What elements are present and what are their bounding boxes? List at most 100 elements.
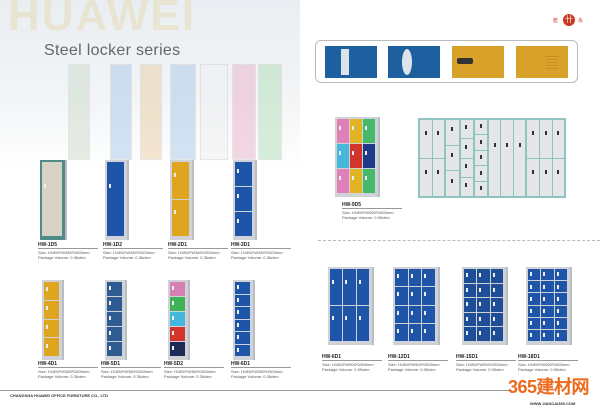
locker-door [541,269,554,281]
locker-unit [420,120,445,196]
package-volume: Package Volume: 0.36cbm [101,374,149,379]
locker-door [330,305,343,341]
package-volume: Package Volume: 0.95cbm [388,367,436,372]
package-volume: Package Volume: 0.95cbm [456,367,504,372]
package-volume: Package Volume: 0.36cbm [231,374,279,379]
locker-door [552,158,565,196]
locker-door [474,181,487,196]
model-number: HW-12D1 [388,355,448,361]
locker-unit [460,120,473,196]
locker-hw-2d1 [170,160,192,240]
page-title: Steel locker series [44,42,181,59]
size-spec: Size: H1850*W900*D500mm [388,362,440,367]
locker-door [420,120,432,158]
locker-door [528,305,541,317]
locker-door [107,297,122,311]
locker-door [235,332,250,344]
package-volume: Package Volume: 0.36cbm [38,374,86,379]
locker-door [363,119,375,143]
locker-door [501,120,513,196]
package-volume: Package Volume: 0.36cbm [38,255,86,260]
locker-door [170,342,185,356]
locker-door [408,305,422,323]
locker-door [235,282,250,294]
locker-door [474,150,487,166]
hero-image [60,64,290,160]
locker-door [337,169,349,193]
model-number: HW-1D2 [103,243,163,249]
locker-hw-5d1 [105,280,125,360]
locker-door [44,338,59,356]
locker-unit [446,120,459,196]
locker-hw-12d1 [393,267,438,345]
locker-door [363,169,375,193]
locker-door [490,283,503,298]
locker-door [337,144,349,168]
locker-door [395,287,408,305]
locker-door [477,312,490,327]
locker-hw-6d1 [233,280,253,360]
locker-door [528,329,541,341]
locker-door [477,269,490,283]
locker-door [363,144,375,168]
locker-hw-1d2 [105,160,127,240]
logo-mark: 卄 [563,14,575,26]
locker-door [446,120,459,145]
locker-hw-18d1 [526,267,570,345]
package-volume: Package Volume: 0.36cbm [168,255,216,260]
locker-door [541,281,554,293]
size-spec: Size: H1850*W380*D500mm [231,369,283,374]
locker-door [490,327,503,341]
locker-door [552,120,565,158]
key-lock-door-sample [325,46,377,78]
locker-door [554,305,567,317]
locker-door [408,323,422,341]
locker-door [513,120,526,196]
locker-door [474,120,487,135]
locker-door [460,177,473,196]
locker-door [235,319,250,331]
size-spec: Size: H1850*W380*D500mm [231,250,283,255]
size-spec: Size: H1850*W900*D500mm [518,362,570,367]
locker-door [330,269,343,305]
locker-unit [488,120,526,196]
section-divider [318,240,600,241]
locker-door [350,169,362,193]
hero-locker [170,64,196,160]
locker-door [490,298,503,312]
locker-door [527,158,539,196]
size-spec: Size: H1850*W380*D500mm [101,369,153,374]
locker-door [554,281,567,293]
locker-door [170,327,185,341]
locker-door [488,120,501,196]
locker-door [554,317,567,329]
locker-door [541,317,554,329]
locker-door [235,212,252,236]
hero-locker [110,64,132,160]
size-spec: Size: H1850*W380*D500mm [38,369,90,374]
model-number: HW-6D1 [322,355,382,361]
locker-door [44,282,59,300]
model-number: HW-1D5 [38,243,98,249]
locker-door [235,162,252,186]
locker-door [395,305,408,323]
package-volume: Package Volume: 0.95cbm [518,367,566,372]
locker-door [107,162,124,236]
locker-door [170,282,185,296]
model-number: HW-9D5 [342,203,402,209]
size-spec: Size: H1850*W380*D500mm [38,250,90,255]
locker-door [356,269,369,305]
locker-door [477,283,490,298]
locker-unit [474,120,487,196]
locker-door [554,329,567,341]
oval-handle-door-sample [388,46,440,78]
model-number: HW-5D1 [101,362,161,368]
locker-door [528,317,541,329]
package-volume: Package Volume: 0.36cbm [164,374,212,379]
locker-door [432,158,445,196]
